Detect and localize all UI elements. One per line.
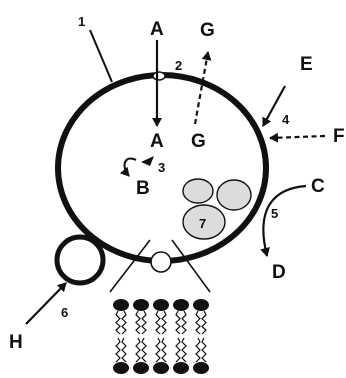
zoom-line-left	[109, 239, 151, 293]
label-B: B	[136, 178, 150, 199]
lipid-tail	[155, 337, 161, 363]
lipid-tail	[175, 310, 181, 335]
lipid-tail	[141, 337, 147, 363]
label-H: H	[9, 332, 23, 353]
lipid-head	[153, 362, 169, 374]
lipid-tail	[115, 310, 121, 335]
lipid-tail	[135, 337, 141, 363]
lipid-tail	[195, 337, 201, 363]
lipid-head	[133, 299, 149, 311]
lipid-tail	[201, 337, 207, 363]
label-F: F	[333, 126, 345, 147]
label-A-inner: A	[150, 131, 164, 152]
lipid-head	[173, 362, 189, 374]
arrow-E	[262, 85, 286, 127]
lipid-tail	[121, 310, 127, 335]
lipid-tail	[155, 310, 161, 335]
lipid-tail	[121, 337, 127, 363]
lipid-head	[173, 299, 189, 311]
membrane-detail-spot	[150, 251, 172, 273]
lipid-tail	[161, 310, 167, 335]
label-G-inner: G	[191, 131, 206, 152]
lipid-tail	[201, 310, 207, 335]
label-number-2: 2	[175, 58, 182, 73]
label-number-7: 7	[199, 216, 206, 231]
lipid-tail	[181, 310, 187, 335]
pointer-line-1	[89, 29, 113, 83]
vesicle-small	[182, 178, 214, 204]
budding-vesicle	[54, 234, 106, 286]
arrow-H	[25, 282, 67, 325]
lipid-head	[113, 362, 129, 374]
label-G-outer: G	[200, 20, 215, 41]
lipid-tail	[195, 310, 201, 335]
vesicle-7	[182, 204, 226, 240]
enzyme-marker-icon	[141, 156, 154, 166]
lipid-head	[113, 299, 129, 311]
label-number-1: 1	[78, 14, 85, 29]
lipid-bilayer	[113, 299, 209, 374]
label-number-5: 5	[271, 206, 278, 221]
lipid-head	[193, 362, 209, 374]
label-D: D	[272, 262, 286, 283]
label-number-6: 6	[61, 305, 68, 320]
arrow-C-to-D	[260, 184, 307, 257]
lipid-head	[193, 299, 209, 311]
label-E: E	[300, 54, 313, 75]
arrow-A-to-B	[119, 157, 137, 177]
arrow-F	[269, 132, 326, 143]
lipid-tail	[175, 337, 181, 363]
lipid-tail	[181, 337, 187, 363]
vesicle-medium	[216, 179, 252, 211]
lipid-tail	[135, 310, 141, 335]
label-number-4: 4	[282, 112, 290, 127]
label-C: C	[311, 176, 325, 197]
lipid-tail	[141, 310, 147, 335]
lipid-head	[153, 299, 169, 311]
label-A-top: A	[150, 19, 164, 40]
lipid-tail	[161, 337, 167, 363]
label-number-3: 3	[158, 160, 165, 175]
lipid-tail	[115, 337, 121, 363]
lipid-head	[133, 362, 149, 374]
arrow-G-exit	[193, 51, 212, 125]
zoom-line-right	[171, 239, 211, 293]
membrane-pore	[152, 71, 166, 81]
